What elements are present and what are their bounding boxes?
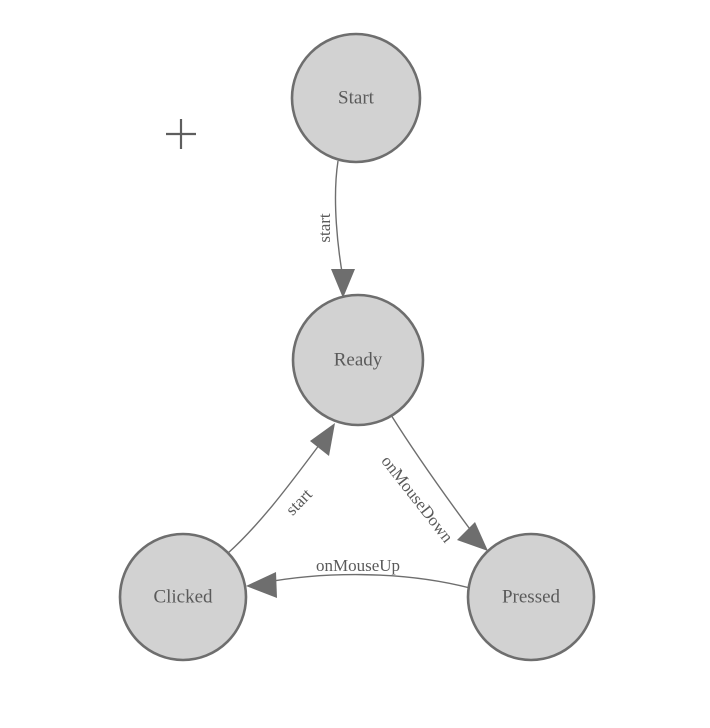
node-pressed[interactable]: Pressed [466, 532, 596, 662]
edge-pressed-to-clicked[interactable]: onMouseUp [246, 556, 471, 598]
edge-label-ready-to-pressed: onMouseDown [377, 452, 457, 547]
node-ready[interactable]: Ready [291, 293, 425, 427]
arrowhead-icon [331, 269, 355, 298]
arrowhead-icon [457, 522, 488, 551]
node-pressed-label: Pressed [502, 586, 561, 607]
node-start-label: Start [338, 87, 375, 108]
edge-start-to-ready[interactable]: start [315, 160, 355, 298]
arrowhead-icon [246, 572, 277, 598]
edge-label-start-to-ready: start [315, 213, 334, 243]
node-ready-circle[interactable] [291, 293, 425, 427]
node-clicked-circle[interactable] [118, 532, 248, 662]
node-clicked[interactable]: Clicked [118, 532, 248, 662]
node-start[interactable]: Start [290, 32, 422, 164]
plus-marker-icon [166, 119, 196, 149]
edge-ready-to-pressed[interactable]: onMouseDown [377, 414, 488, 551]
arrowhead-icon [310, 423, 335, 456]
node-ready-label: Ready [334, 349, 383, 370]
node-start-circle[interactable] [290, 32, 422, 164]
edge-clicked-to-ready[interactable]: start [226, 423, 335, 555]
edge-label-clicked-to-ready: start [282, 485, 316, 519]
node-clicked-label: Clicked [153, 586, 213, 607]
edge-label-pressed-to-clicked: onMouseUp [316, 556, 400, 575]
node-pressed-circle[interactable] [466, 532, 596, 662]
